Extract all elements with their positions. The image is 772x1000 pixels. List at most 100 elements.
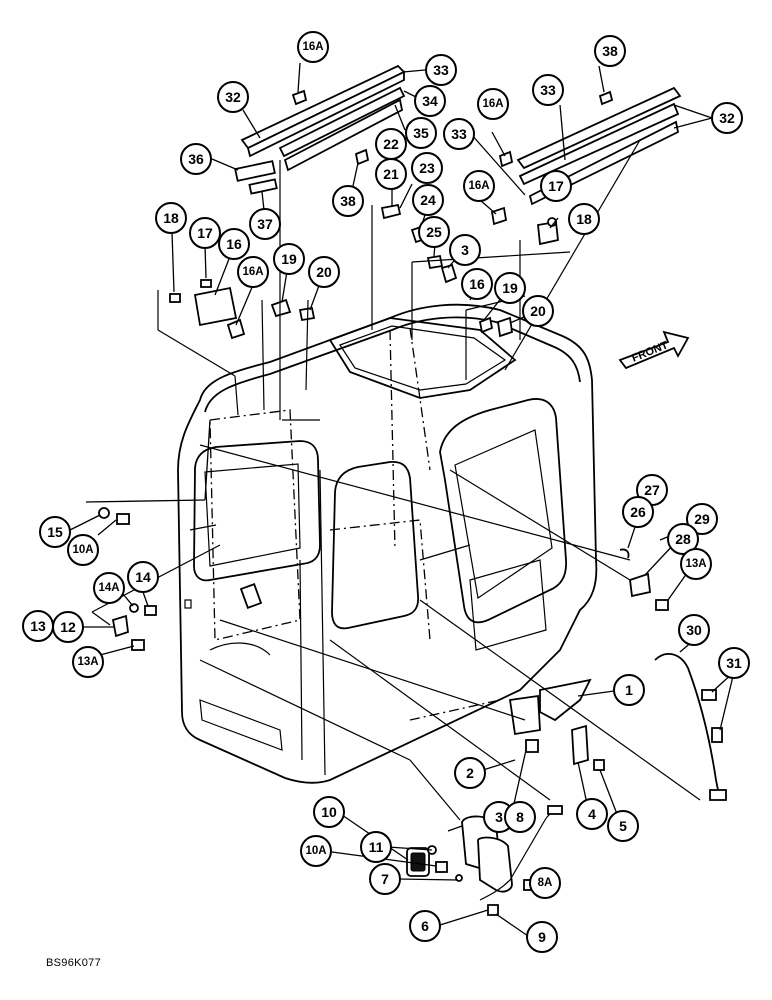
callout-21: 21 bbox=[375, 158, 407, 190]
svg-text:17: 17 bbox=[548, 178, 564, 194]
callout-6: 6 bbox=[409, 910, 441, 942]
svg-text:14: 14 bbox=[135, 569, 151, 585]
callout-16a-middle: 16A bbox=[463, 170, 495, 202]
callout-25: 25 bbox=[418, 216, 450, 248]
svg-text:31: 31 bbox=[726, 655, 742, 671]
callout-15: 15 bbox=[39, 516, 71, 548]
callout-11: 11 bbox=[360, 831, 392, 863]
svg-text:16: 16 bbox=[226, 236, 242, 252]
svg-text:21: 21 bbox=[383, 166, 399, 182]
callout-37: 37 bbox=[249, 208, 281, 240]
callout-20-right: 20 bbox=[522, 295, 554, 327]
callout-16a-left: 16A bbox=[237, 256, 269, 288]
svg-text:16A: 16A bbox=[302, 41, 323, 53]
callout-26: 26 bbox=[622, 496, 654, 528]
roof-rails-left bbox=[234, 64, 406, 195]
svg-text:16A: 16A bbox=[482, 98, 503, 110]
svg-text:10: 10 bbox=[321, 804, 337, 820]
callout-16a-top-left: 16A bbox=[297, 31, 329, 63]
callout-33-top-left: 33 bbox=[425, 54, 457, 86]
svg-text:16A: 16A bbox=[242, 266, 263, 278]
callout-3-top: 3 bbox=[449, 234, 481, 266]
svg-text:13A: 13A bbox=[77, 656, 98, 668]
callout-38-right: 38 bbox=[594, 35, 626, 67]
svg-text:8A: 8A bbox=[538, 877, 553, 889]
callout-33-top-right: 33 bbox=[532, 74, 564, 106]
callout-31: 31 bbox=[718, 647, 750, 679]
svg-text:13A: 13A bbox=[685, 558, 706, 570]
svg-text:3: 3 bbox=[495, 809, 503, 825]
svg-text:6: 6 bbox=[421, 918, 429, 934]
svg-text:32: 32 bbox=[225, 89, 241, 105]
svg-text:30: 30 bbox=[686, 622, 702, 638]
svg-text:19: 19 bbox=[502, 280, 518, 296]
svg-text:1: 1 bbox=[625, 682, 633, 698]
svg-text:34: 34 bbox=[422, 93, 438, 109]
cab-body bbox=[177, 303, 598, 784]
callout-17-right: 17 bbox=[540, 170, 572, 202]
hardware-right-side bbox=[508, 548, 727, 801]
svg-text:19: 19 bbox=[281, 251, 297, 267]
svg-text:11: 11 bbox=[369, 839, 384, 855]
callout-10a-bottom: 10A bbox=[300, 835, 332, 867]
svg-text:25: 25 bbox=[426, 224, 442, 240]
svg-text:3: 3 bbox=[461, 242, 469, 258]
callout-16-left: 16 bbox=[218, 228, 250, 260]
svg-text:23: 23 bbox=[419, 160, 435, 176]
svg-text:37: 37 bbox=[257, 216, 273, 232]
callout-35: 35 bbox=[405, 117, 437, 149]
callout-22: 22 bbox=[375, 128, 407, 160]
svg-text:20: 20 bbox=[316, 264, 332, 280]
callout-32-top-left: 32 bbox=[217, 81, 249, 113]
hardware-bottom bbox=[406, 805, 563, 916]
svg-text:28: 28 bbox=[675, 531, 691, 547]
callout-19-left: 19 bbox=[273, 243, 305, 275]
callout-2: 2 bbox=[454, 757, 486, 789]
svg-text:33: 33 bbox=[433, 62, 449, 78]
callout-20-left: 20 bbox=[308, 256, 340, 288]
callout-4: 4 bbox=[576, 798, 608, 830]
svg-text:20: 20 bbox=[530, 303, 546, 319]
svg-text:35: 35 bbox=[413, 125, 429, 141]
front-direction-arrow: FRONT bbox=[618, 330, 690, 370]
callout-16-right: 16 bbox=[461, 268, 493, 300]
callout-19-right: 19 bbox=[494, 272, 526, 304]
svg-text:5: 5 bbox=[619, 818, 627, 834]
svg-text:29: 29 bbox=[694, 511, 710, 527]
svg-text:4: 4 bbox=[588, 806, 596, 822]
callout-33-middle: 33 bbox=[443, 118, 475, 150]
svg-text:10A: 10A bbox=[72, 544, 93, 556]
callout-38-left: 38 bbox=[332, 185, 364, 217]
callout-34: 34 bbox=[414, 85, 446, 117]
callout-1: 1 bbox=[613, 674, 645, 706]
callout-14: 14 bbox=[127, 561, 159, 593]
svg-text:26: 26 bbox=[630, 504, 646, 520]
svg-text:8: 8 bbox=[516, 809, 524, 825]
svg-text:10A: 10A bbox=[305, 845, 326, 857]
drawing-code: BS96K077 bbox=[46, 957, 101, 969]
callout-5: 5 bbox=[607, 810, 639, 842]
callout-23: 23 bbox=[411, 152, 443, 184]
svg-text:36: 36 bbox=[188, 151, 204, 167]
callout-10a-left: 10A bbox=[67, 534, 99, 566]
callout-8a: 8A bbox=[529, 867, 561, 899]
svg-text:38: 38 bbox=[340, 193, 356, 209]
svg-text:17: 17 bbox=[197, 225, 213, 241]
svg-text:24: 24 bbox=[420, 192, 436, 208]
svg-text:2: 2 bbox=[466, 765, 474, 781]
callout-36: 36 bbox=[180, 143, 212, 175]
svg-text:33: 33 bbox=[540, 82, 556, 98]
svg-text:13: 13 bbox=[30, 618, 46, 634]
callout-7: 7 bbox=[369, 863, 401, 895]
front-label: FRONT bbox=[630, 339, 670, 364]
hardware-left-side bbox=[98, 507, 157, 651]
callout-10-bottom: 10 bbox=[313, 796, 345, 828]
svg-text:18: 18 bbox=[163, 210, 179, 226]
svg-text:22: 22 bbox=[383, 136, 399, 152]
svg-text:18: 18 bbox=[576, 211, 592, 227]
callout-13a-right: 13A bbox=[680, 548, 712, 580]
svg-text:32: 32 bbox=[719, 110, 735, 126]
svg-text:14A: 14A bbox=[98, 582, 119, 594]
svg-text:12: 12 bbox=[60, 619, 76, 635]
